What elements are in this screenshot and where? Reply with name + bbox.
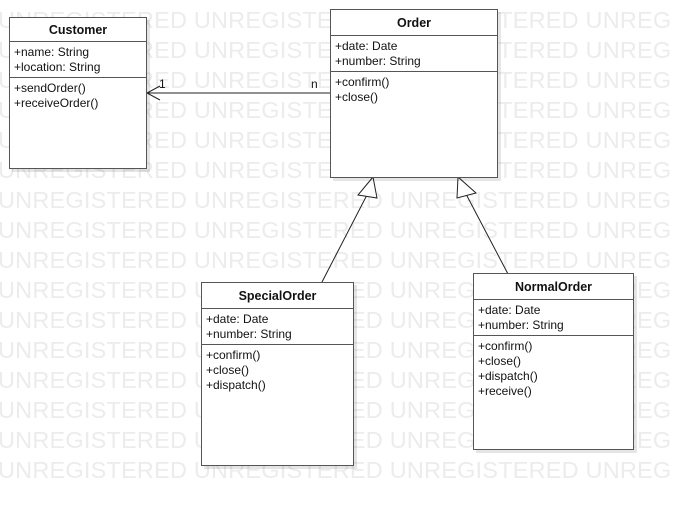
operation: +close(): [335, 90, 379, 104]
operation: +close(): [206, 363, 250, 377]
operations-compartment: +confirm() +close() +dispatch() +receive…: [474, 336, 633, 402]
attribute: +number: String: [478, 318, 564, 332]
attribute: +date: Date: [478, 303, 541, 317]
class-name: NormalOrder: [474, 274, 633, 300]
class-name: SpecialOrder: [202, 283, 353, 309]
watermark-row: UNREGISTERED UNREGISTERED UNREGISTERED U…: [0, 187, 673, 213]
operation: +close(): [478, 354, 522, 368]
generalization-line-normal: [465, 193, 509, 275]
association-arrowhead: [145, 85, 161, 101]
attribute: +name: String: [14, 45, 90, 59]
generalization-triangle-special: [357, 175, 378, 199]
generalization-triangle-normal: [456, 175, 478, 199]
watermark-row: UNREGISTERED UNREGISTERED UNREGISTERED U…: [0, 247, 673, 273]
operation: +receiveOrder(): [14, 96, 99, 110]
attributes-compartment: +name: String +location: String: [10, 42, 146, 78]
operation: +receive(): [478, 384, 532, 398]
attribute: +location: String: [14, 60, 101, 74]
multiplicity-order-end: n: [311, 77, 318, 91]
attribute: +number: String: [206, 327, 292, 341]
attributes-compartment: +date: Date +number: String: [474, 300, 633, 336]
class-name: Order: [331, 10, 497, 36]
operations-compartment: +confirm() +close(): [331, 72, 497, 108]
attribute: +number: String: [335, 54, 421, 68]
attributes-compartment: +date: Date +number: String: [202, 309, 353, 345]
class-order[interactable]: Order +date: Date +number: String +confi…: [330, 9, 498, 178]
operation: +confirm(): [335, 75, 390, 89]
operation: +dispatch(): [206, 378, 266, 392]
watermark-row: UNREGISTERED UNREGISTERED UNREGISTERED U…: [0, 217, 673, 243]
operation: +confirm(): [206, 348, 261, 362]
generalization-line-special: [321, 192, 369, 283]
operations-compartment: +sendOrder() +receiveOrder(): [10, 78, 146, 114]
class-customer[interactable]: Customer +name: String +location: String…: [9, 17, 147, 169]
attribute: +date: Date: [206, 312, 269, 326]
operation: +confirm(): [478, 339, 533, 353]
multiplicity-customer-end: 1: [159, 77, 166, 91]
operation: +sendOrder(): [14, 81, 86, 95]
attributes-compartment: +date: Date +number: String: [331, 36, 497, 72]
attribute: +date: Date: [335, 39, 398, 53]
class-name: Customer: [10, 18, 146, 42]
operations-compartment: +confirm() +close() +dispatch(): [202, 345, 353, 396]
class-special-order[interactable]: SpecialOrder +date: Date +number: String…: [201, 282, 354, 466]
operation: +dispatch(): [478, 369, 538, 383]
class-normal-order[interactable]: NormalOrder +date: Date +number: String …: [473, 273, 634, 450]
